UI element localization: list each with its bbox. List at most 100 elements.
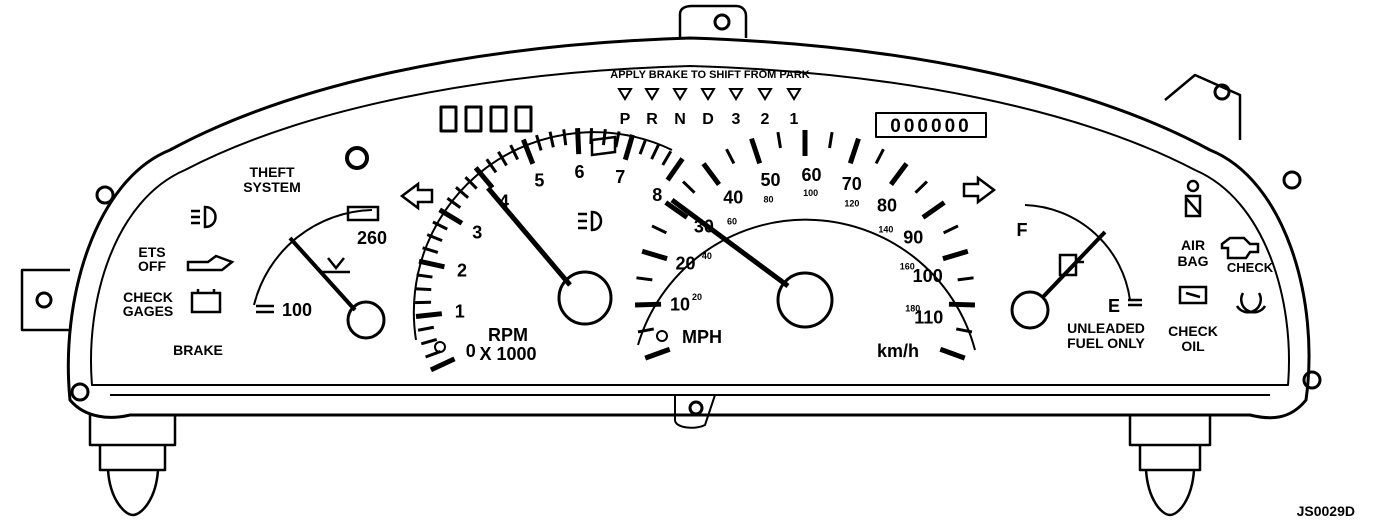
tach-tick-17: [485, 158, 498, 174]
tach-tick-4: [415, 311, 443, 319]
kmh-number-160: 160: [900, 261, 915, 271]
speedo-tick-3: [636, 276, 653, 282]
tach-tick-30: [650, 144, 660, 160]
speedo-arc: [637, 218, 976, 351]
kmh-number-20: 20: [692, 292, 702, 302]
mph-number-40: 40: [723, 188, 743, 208]
tach-tick-23: [562, 129, 568, 146]
fuel-needle-hub: [1010, 290, 1050, 330]
fuel-needle: [1040, 230, 1107, 300]
tach-tick-18: [497, 150, 508, 167]
tach-tick-3: [417, 325, 435, 332]
speedo-tick-19: [942, 224, 959, 235]
kmh-number-180: 180: [905, 304, 920, 314]
mount-hole-left-lower: [70, 382, 90, 402]
prndl-letter-2: N: [674, 111, 686, 128]
abs-icon: [1235, 292, 1267, 314]
mph-number-100: 100: [913, 266, 943, 286]
tach-tick-32: [665, 157, 685, 182]
tach-tick-24: [575, 128, 582, 155]
prndl-arrow-5: [757, 88, 773, 101]
indicator-lamp-upper: [345, 146, 369, 170]
speedo-small-lamp: [656, 330, 668, 342]
air-bag-line2: BAG: [1177, 253, 1208, 269]
temp-needle-hub: [346, 300, 386, 340]
speedo-tick-18: [921, 200, 946, 220]
tach-number-1: 1: [455, 302, 465, 322]
check-gages-line1: CHECK: [123, 289, 173, 305]
mph-number-80: 80: [877, 196, 897, 216]
speedo-tick-6: [664, 200, 689, 220]
fuel-pump-icon: [1058, 253, 1084, 277]
tach-number-8: 8: [652, 185, 662, 205]
tach-tick-7: [416, 273, 433, 279]
fuel-notice-line1: UNLEADED: [1067, 320, 1145, 336]
battery-icon: [190, 289, 222, 314]
mount-hole-right-upper: [1282, 170, 1302, 190]
speedo-tick-16: [888, 162, 909, 186]
speedo-tick-9: [725, 148, 736, 165]
odometer-frame: [875, 112, 987, 138]
air-bag-line1: AIR: [1181, 237, 1205, 253]
tach-tick-1: [425, 350, 442, 359]
prndl-arrow-1: [644, 88, 660, 101]
tach-number-0: 0: [466, 341, 476, 361]
kmh-number-100: 100: [803, 188, 818, 198]
oil-can-icon: [186, 254, 235, 272]
kmh-number-group: 20 40 60 80 100 120 140 160 180: [692, 188, 920, 313]
turn-left-icon: [399, 181, 434, 211]
high-beam-icon: [578, 210, 603, 232]
top-mount-tab: [678, 4, 748, 38]
prndl-letter-1: R: [646, 111, 658, 128]
trip-digit-4: [514, 105, 533, 133]
tach-tick-12: [438, 207, 464, 226]
tach-tick-6: [415, 287, 432, 292]
speedo-tick-7: [682, 180, 696, 194]
mph-number-60: 60: [802, 165, 822, 185]
tach-tick-group: [415, 128, 685, 373]
kmh-number-60: 60: [727, 216, 737, 226]
left-connector: [88, 415, 177, 517]
ets-label-line2: OFF: [138, 258, 166, 274]
prndl-arrow-4: [728, 88, 744, 101]
mount-hole-right-tab: [1213, 83, 1231, 101]
speedo-tick-23: [955, 327, 973, 334]
speedo-tick-2: [634, 301, 662, 308]
tach-needle-hub: [557, 270, 613, 326]
tach-label-multiplier: X 1000: [479, 344, 536, 364]
ets-label-line1: ETS: [138, 244, 165, 260]
prndl-letter-0: P: [620, 111, 631, 128]
bottom-mount-tab: [674, 394, 716, 429]
tach-tick-31: [661, 150, 673, 166]
tach-tick-8: [418, 258, 445, 270]
speedo-tick-21: [957, 276, 974, 282]
speedo-tick-10: [749, 137, 763, 165]
mount-hole-left-upper: [95, 185, 115, 205]
temp-low-label: 100: [282, 300, 312, 320]
prndl-letter-3: D: [702, 111, 714, 128]
housing-inner: [90, 65, 1290, 386]
prndl-letter-5: 2: [761, 111, 770, 128]
fuel-full-label: F: [1017, 220, 1028, 240]
prndl-letter-4: 3: [732, 111, 741, 128]
seatbelt-icon: [1184, 179, 1202, 218]
kmh-number-120: 120: [844, 199, 859, 209]
tach-label-rpm: RPM: [488, 325, 528, 345]
mount-hole-left-side: [35, 291, 53, 309]
kmh-number-140: 140: [878, 224, 893, 234]
temp-high-marker: [346, 205, 380, 222]
speedo-tick-group: [634, 130, 976, 361]
left-mount-tab: [20, 268, 70, 332]
tach-tick-16: [473, 166, 495, 190]
mph-label: MPH: [682, 327, 722, 347]
speedo-tick-24: [939, 346, 966, 361]
tach-tick-14: [454, 186, 470, 199]
speedo-tick-20: [942, 248, 969, 262]
tach-arc: [412, 131, 673, 341]
check-oil-line1: CHECK: [1168, 323, 1218, 339]
brake-label: BRAKE: [173, 342, 223, 358]
mph-number-10: 10: [670, 294, 690, 314]
tach-tick-20: [521, 138, 536, 165]
housing-outer: [66, 36, 1311, 420]
